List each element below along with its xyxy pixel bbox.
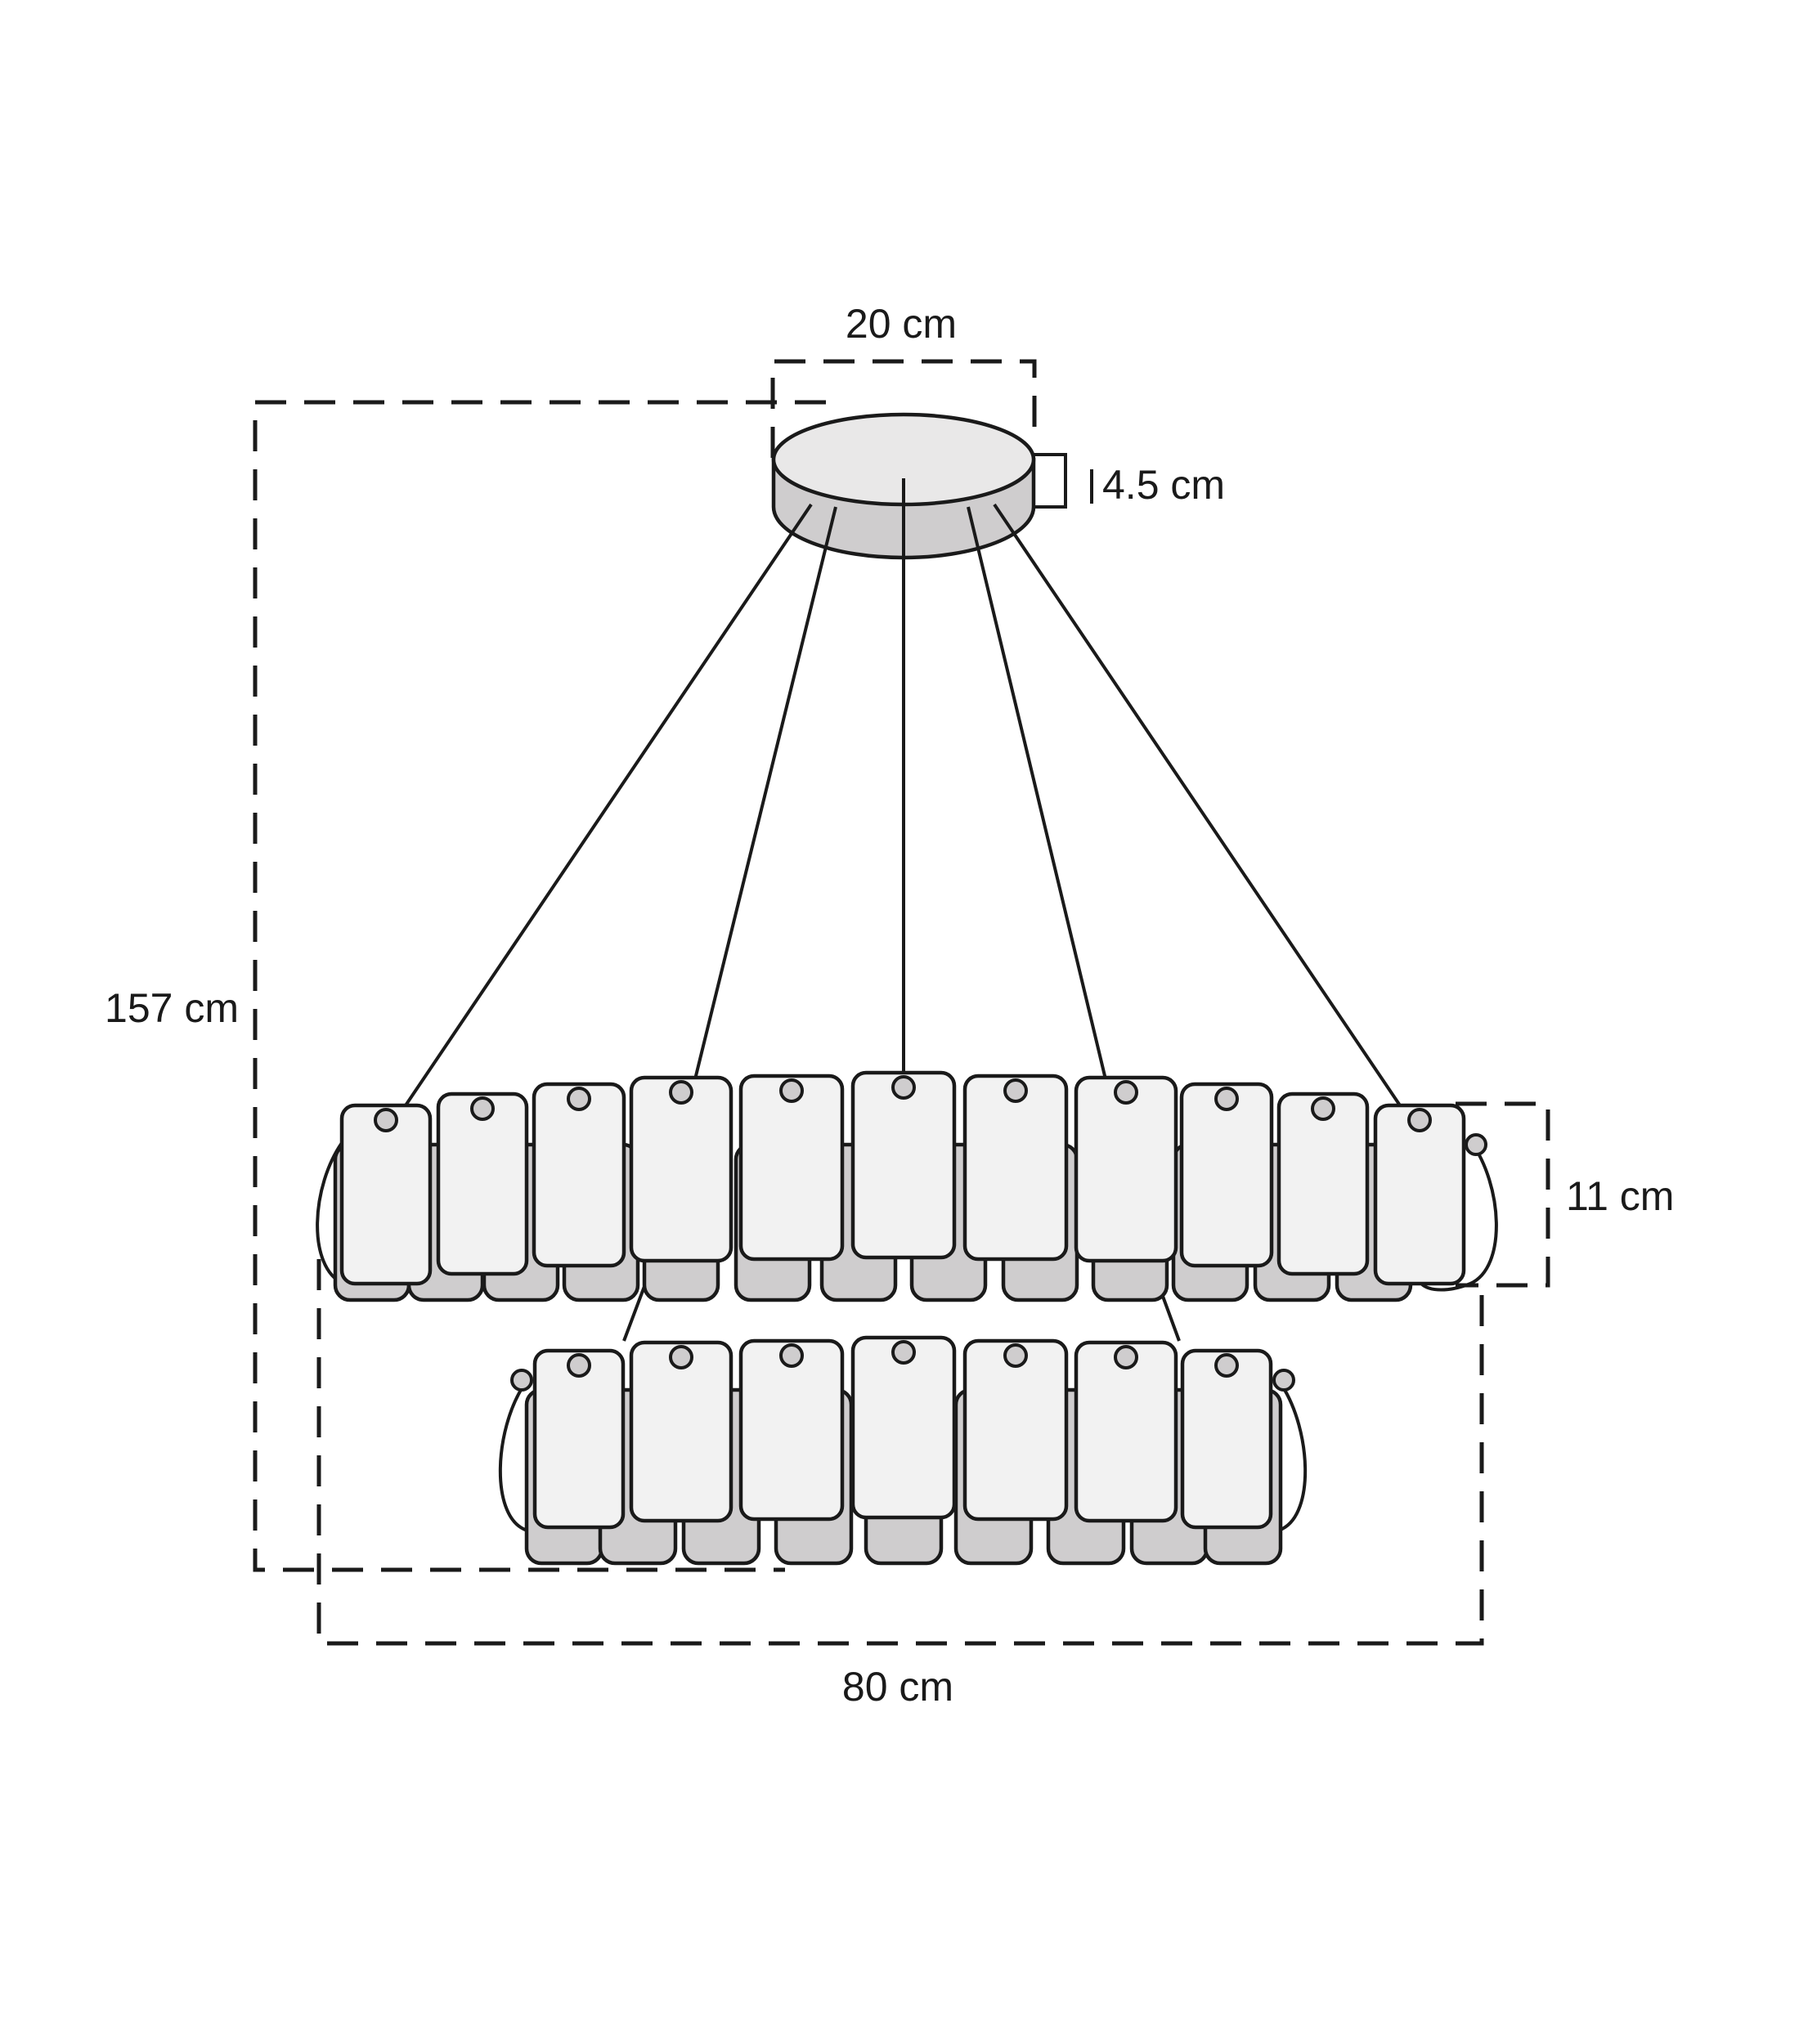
suspension-wires [404,478,1402,1342]
tile-knob [1311,1096,1335,1121]
glass-tile [738,1338,845,1522]
glass-tile [629,1075,734,1263]
ring-knob [510,1369,533,1392]
tile-knob [567,1353,591,1378]
lower-tier [498,1335,1308,1566]
glass-tile [339,1103,433,1286]
total-height-label: 157 cm [105,985,239,1031]
glass-tile [1074,1340,1178,1523]
glass-tile [850,1335,957,1520]
glass-tile [532,1082,626,1268]
glass-tile [962,1338,1069,1522]
glass-tile [532,1348,626,1530]
tile-knob [669,1345,693,1369]
width-guide [316,1259,1484,1646]
glass-tile [962,1074,1069,1262]
tile-knob [891,1340,916,1365]
glass-tile [1276,1091,1370,1276]
wire [993,503,1402,1107]
tile-knob [779,1343,804,1368]
wire [967,506,1107,1080]
tile-knob [1003,1078,1028,1103]
tile-knob [891,1075,916,1100]
tile-knob [1003,1343,1028,1368]
glass-tile [436,1091,529,1276]
glass-tile [1179,1082,1274,1268]
glass-tile [1373,1103,1466,1286]
ring-knob [1465,1133,1487,1156]
tile-knob [470,1096,495,1121]
canopy-height-label: 4.5 cm [1102,462,1225,508]
tile-knob [1114,1080,1138,1105]
glass-tile [629,1340,734,1523]
canopy-width-guide [770,359,1037,458]
tile-knob [1114,1345,1138,1369]
wire [404,503,813,1107]
total-width-label: 80 cm [842,1664,953,1710]
tile-knob [669,1080,693,1105]
tile-knob [1407,1108,1432,1132]
tile-knob [567,1087,591,1111]
tier-height-label: 11 cm [1566,1173,1674,1219]
tier-height-guide [1456,1101,1550,1288]
glass-tile [738,1074,845,1262]
dimension-guides [253,359,1550,1646]
upper-tier [316,1070,1498,1302]
glass-tile [1180,1348,1273,1530]
tile-knob [374,1108,398,1132]
canopy-height-bracket [1032,453,1067,509]
tile-knob [1214,1353,1239,1378]
tile-knob [779,1078,804,1103]
wire [693,506,837,1080]
ring-hook-right [1420,1139,1498,1292]
glass-tile [850,1070,957,1260]
glass-tile [1074,1075,1178,1263]
tile-knob [1214,1087,1239,1111]
ring-knob [1272,1369,1295,1392]
height-guide [253,400,826,1572]
canopy-width-label: 20 cm [846,301,957,347]
